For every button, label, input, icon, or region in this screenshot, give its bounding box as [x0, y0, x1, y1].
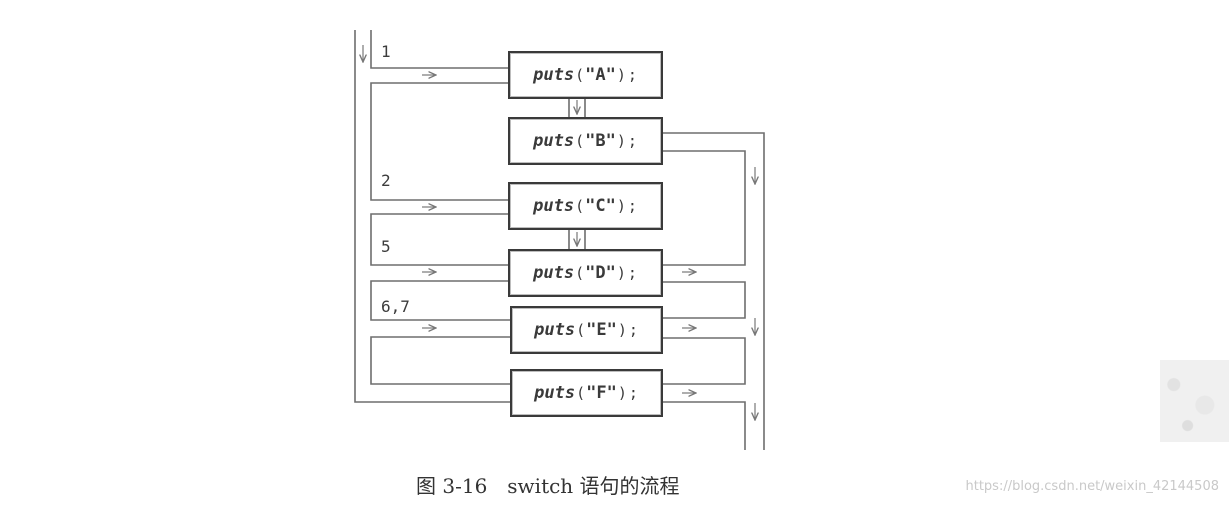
loop-a-to-c — [370, 82, 510, 201]
loop-c-to-d — [370, 213, 510, 266]
case-label-1: 1 — [381, 42, 391, 61]
statement-box-d: puts("D"); — [508, 249, 663, 297]
case-label-2: 2 — [381, 171, 391, 190]
paren-open: ( — [575, 197, 585, 215]
paren-close: ) — [617, 384, 627, 402]
case-label-6-7: 6,7 — [381, 297, 410, 316]
watermark: https://blog.csdn.net/weixin_42144508 — [965, 479, 1219, 494]
switch-bus-inner — [370, 30, 510, 69]
semicolon: ; — [628, 384, 638, 402]
statement-arg: "A" — [585, 65, 616, 85]
semicolon: ; — [627, 264, 637, 282]
break-e-loop — [662, 337, 746, 385]
fallthrough-a-b — [568, 98, 586, 118]
semicolon: ; — [627, 197, 637, 215]
paren-open: ( — [575, 66, 585, 84]
paren-open: ( — [576, 384, 586, 402]
statement-arg: "E" — [586, 320, 617, 340]
paren-close: ) — [616, 264, 626, 282]
break-bus-outer — [662, 132, 765, 450]
statement-fn: puts — [533, 65, 575, 85]
statement-fn: puts — [534, 383, 576, 403]
paren-open: ( — [575, 264, 585, 282]
semicolon: ; — [627, 132, 637, 150]
paren-close: ) — [616, 197, 626, 215]
case-label-5: 5 — [381, 237, 391, 256]
break-bus-inner — [662, 150, 746, 266]
semicolon: ; — [627, 66, 637, 84]
statement-fn: puts — [534, 320, 576, 340]
statement-box-e: puts("E"); — [510, 306, 663, 354]
statement-arg: "D" — [585, 263, 616, 283]
figure-caption: 图 3-16 switch 语句的流程 — [416, 474, 680, 498]
semicolon: ; — [628, 321, 638, 339]
paren-close: ) — [616, 132, 626, 150]
break-d-loop — [662, 281, 746, 319]
fallthrough-c-d — [568, 230, 586, 250]
statement-box-b: puts("B"); — [508, 117, 663, 165]
statement-box-c: puts("C"); — [508, 182, 663, 230]
statement-arg: "F" — [586, 383, 617, 403]
statement-box-a: puts("A"); — [508, 51, 663, 99]
break-f-exit — [662, 401, 746, 450]
scan-artifact — [1160, 360, 1229, 442]
paren-open: ( — [575, 132, 585, 150]
switch-bus-outer — [354, 30, 510, 403]
statement-fn: puts — [533, 263, 575, 283]
statement-arg: "C" — [585, 196, 616, 216]
loop-d-to-e — [370, 280, 510, 321]
paren-close: ) — [616, 66, 626, 84]
statement-fn: puts — [533, 131, 575, 151]
loop-e-to-f — [370, 336, 510, 385]
paren-close: ) — [617, 321, 627, 339]
statement-arg: "B" — [585, 131, 616, 151]
paren-open: ( — [576, 321, 586, 339]
statement-box-f: puts("F"); — [510, 369, 663, 417]
statement-fn: puts — [533, 196, 575, 216]
